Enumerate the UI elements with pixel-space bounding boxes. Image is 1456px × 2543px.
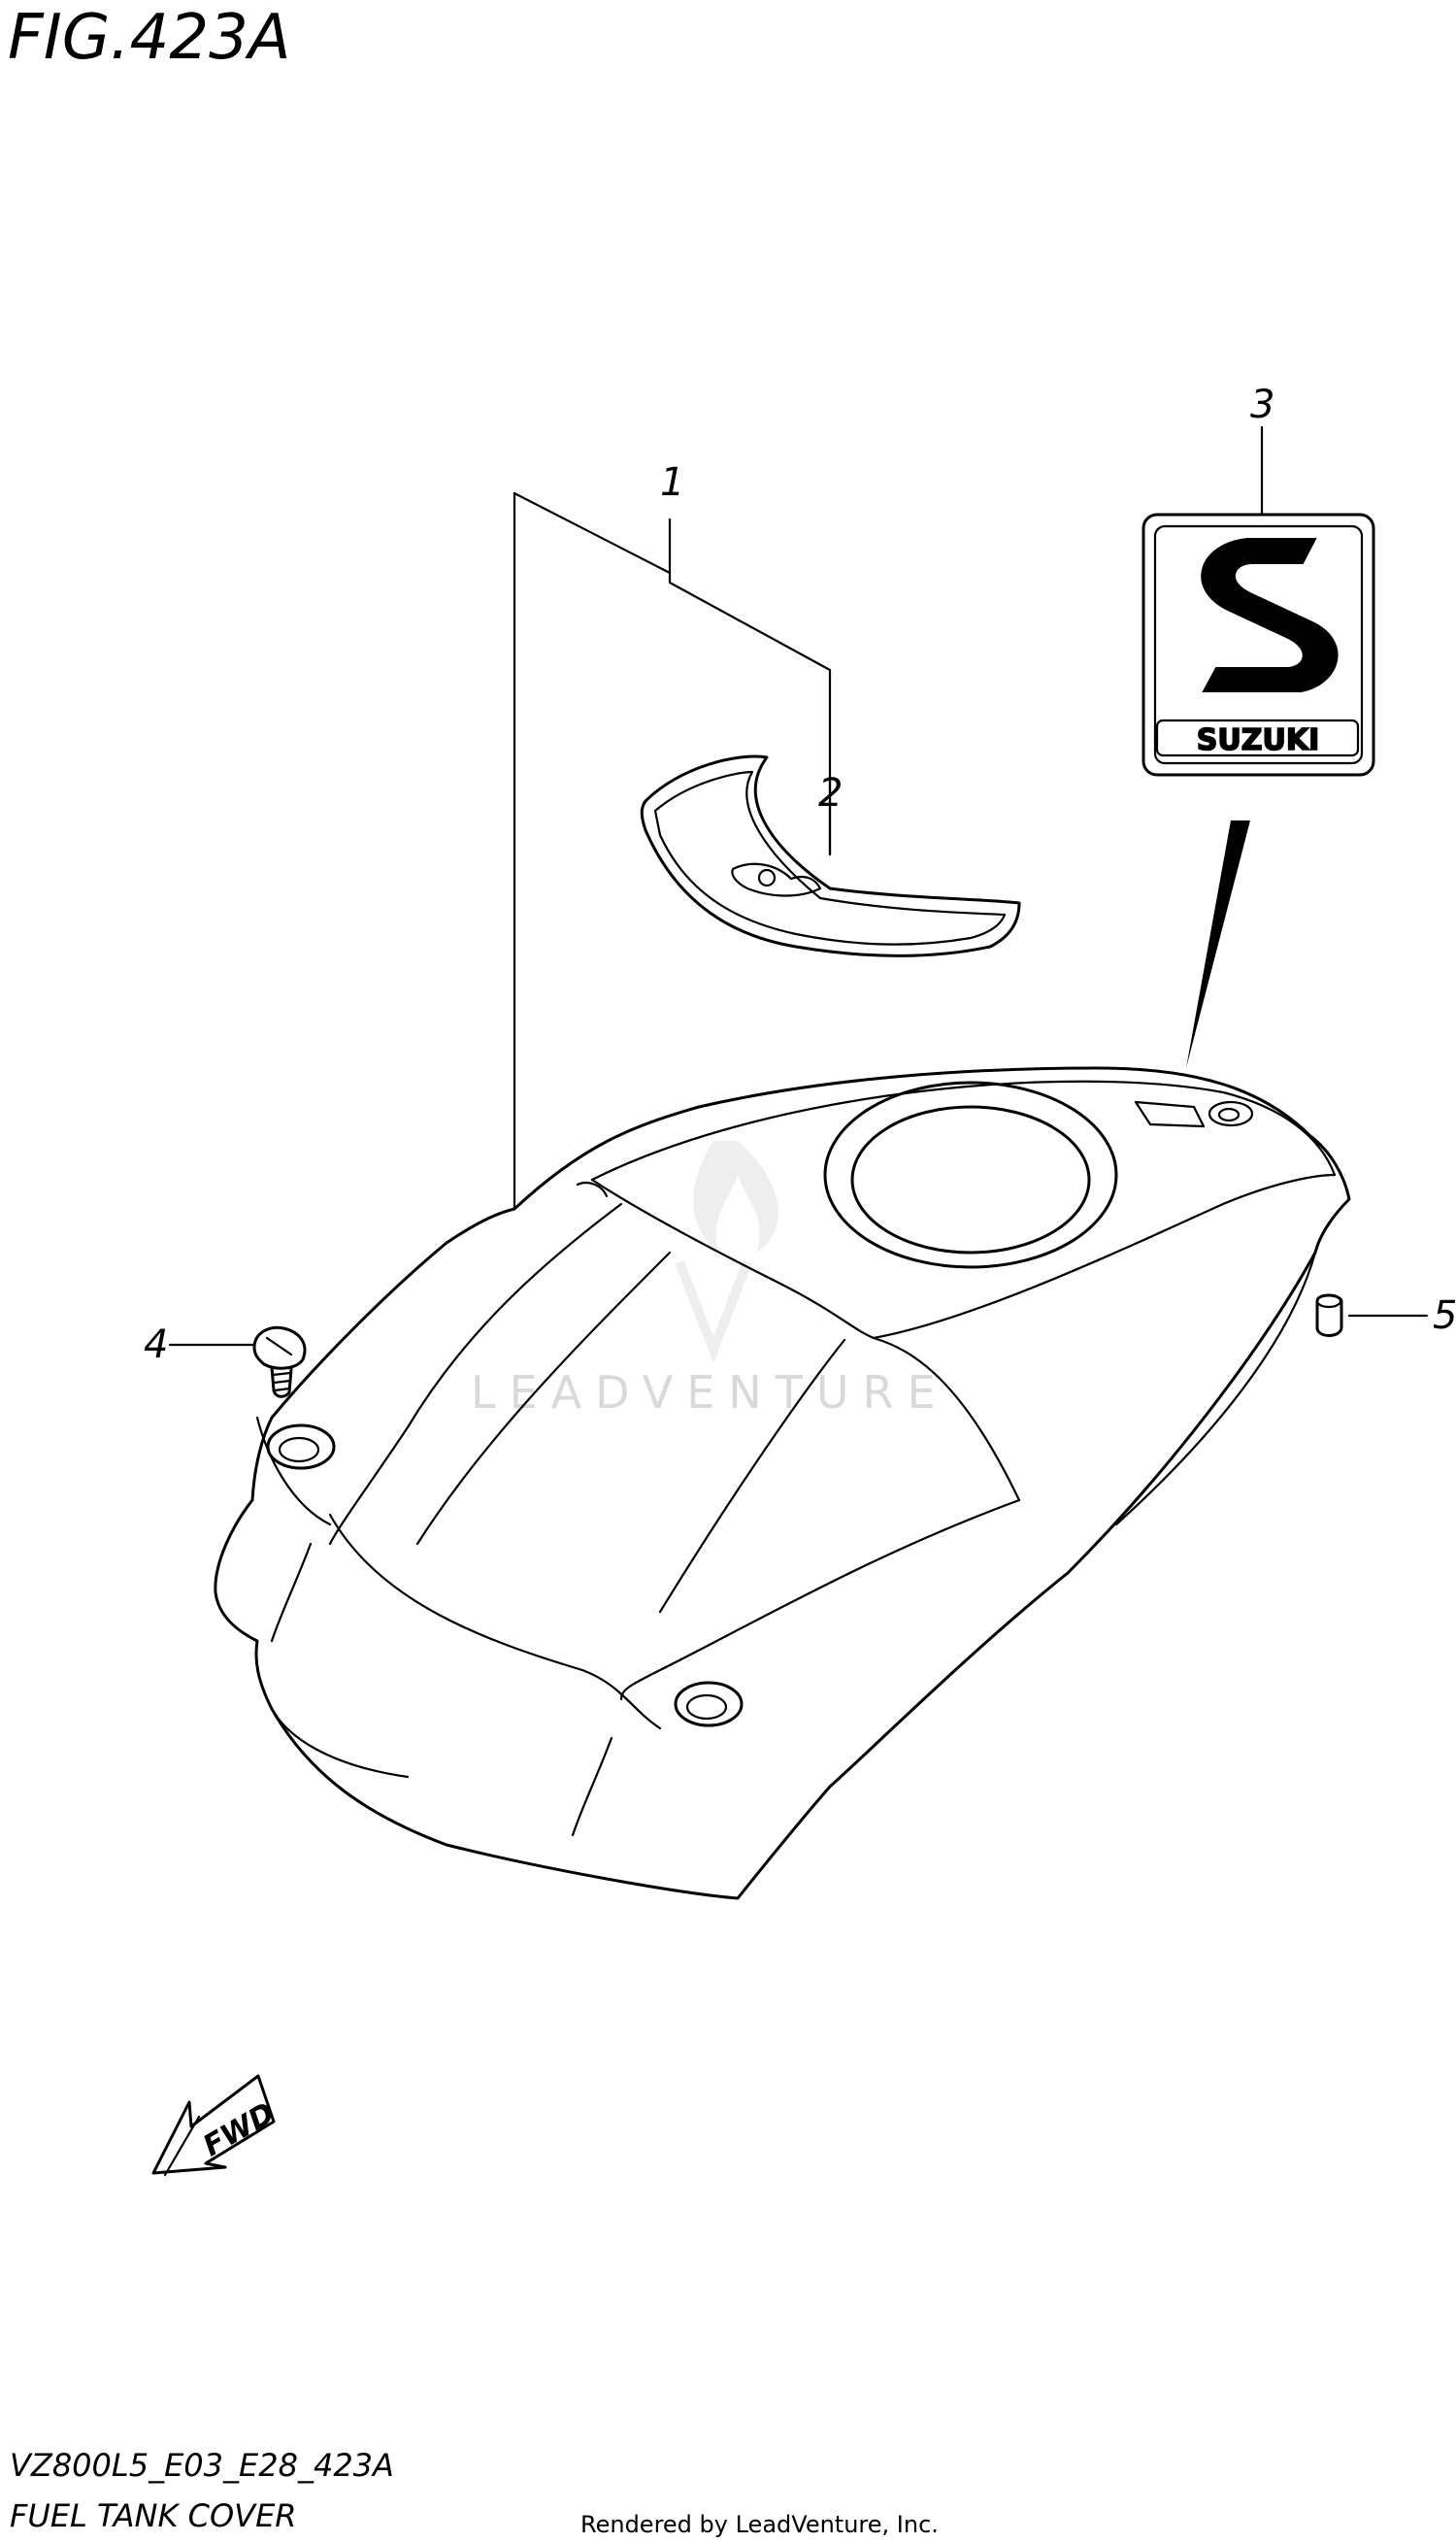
figure-name: FUEL TANK COVER	[10, 2497, 297, 2534]
emblem-pointer	[1186, 820, 1250, 1068]
watermark-logo	[675, 1141, 778, 1363]
figure-title: FIG.423A	[8, 2, 291, 74]
fwd-arrow-text: FWD	[197, 2096, 280, 2164]
callout-3-number: 3	[1250, 383, 1274, 427]
grommet-part	[1315, 1293, 1343, 1337]
suzuki-s-logo	[1201, 538, 1339, 692]
callout-1-number: 1	[660, 460, 684, 505]
callout-1-leader	[513, 491, 832, 1211]
watermark-text: LEADVENTURE	[471, 1366, 949, 1419]
callout-4-number: 4	[144, 1322, 168, 1367]
fuel-tank-cover-part	[214, 1066, 1351, 1900]
figure-code: VZ800L5_E03_E28_423A	[10, 2447, 394, 2484]
knee-pad-part	[640, 754, 1021, 957]
callout-5-number: 5	[1433, 1293, 1456, 1338]
emblem-text: SUZUKI	[1197, 723, 1320, 757]
callout-2-number: 2	[818, 771, 843, 816]
fwd-arrow: FWD	[151, 2074, 281, 2177]
suzuki-emblem: SUZUKI	[1142, 513, 1375, 777]
screw-part	[252, 1325, 307, 1398]
render-credit: Rendered by LeadVenture, Inc.	[580, 2511, 939, 2538]
